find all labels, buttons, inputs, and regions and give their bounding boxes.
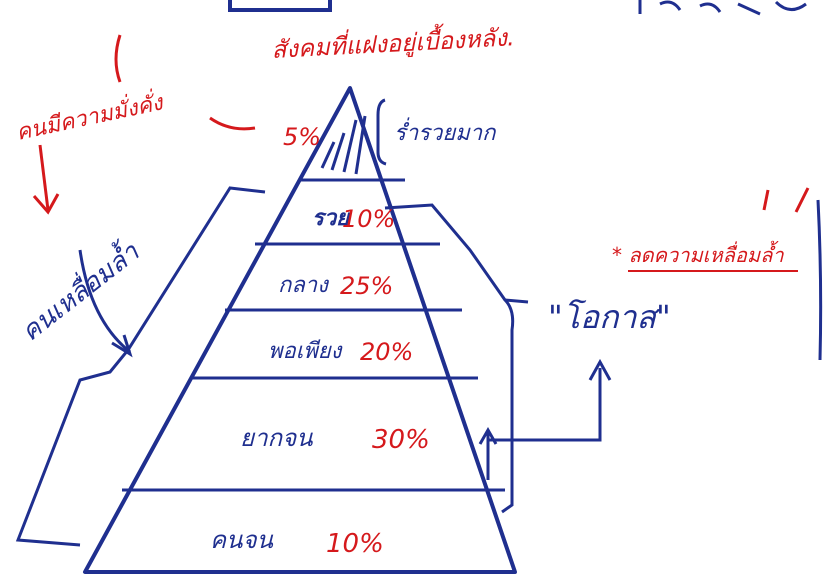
left-bracket — [15, 186, 266, 547]
level-4-name: ยากจน — [240, 424, 313, 452]
level-2: กลาง 25% — [278, 272, 393, 300]
level-1-pct: 10% — [342, 205, 395, 233]
top-right-scribble — [638, 0, 807, 16]
level-3-name: พอเพียง — [268, 339, 344, 364]
red-arrow-marks — [32, 34, 256, 215]
apex-bracket — [376, 98, 387, 166]
level-2-name: กลาง — [278, 273, 330, 298]
top-social-note: สังคมที่แฝงอยู่เบื้องหลัง. — [271, 19, 516, 65]
apex-hatching — [320, 115, 367, 175]
level-5-name: คนจน — [210, 526, 274, 554]
level-2-pct: 25% — [340, 272, 393, 300]
level-1-name: รวย — [312, 206, 351, 231]
right-brace-tip — [504, 298, 529, 304]
top-rich-note: คนมีความมั่งคั่ง — [13, 86, 167, 146]
opportunity-label: "โอกาส" — [548, 298, 671, 336]
level-4: ยากจน 30% — [240, 424, 430, 455]
left-arrow-head — [111, 334, 133, 358]
pyramid-outline — [83, 86, 517, 574]
level-1: รวย 10% — [312, 205, 395, 233]
reduce-inequality-note: * ลดความเหลื่อมล้ำ — [612, 240, 784, 267]
level-4-pct: 30% — [372, 425, 430, 455]
opportunity-connector — [488, 368, 602, 442]
level-3: พอเพียง 20% — [268, 338, 413, 366]
left-inequality-label: คนเหลื่อมล้ำ — [13, 233, 146, 348]
top-box-edge — [228, 0, 332, 12]
level-5: คนจน 10% — [210, 526, 384, 559]
right-edge-curve — [816, 199, 823, 361]
apex-side-label: ร่ำรวยมาก — [394, 117, 497, 146]
apex-percent: 5% — [283, 123, 321, 151]
left-arrow — [78, 249, 131, 354]
opportunity-arrow-head — [588, 358, 612, 381]
level-3-pct: 20% — [360, 338, 413, 366]
right-bracket — [384, 203, 515, 514]
level-5-pct: 10% — [326, 529, 384, 559]
pyramid-dividers — [122, 178, 505, 492]
red-check-marks — [762, 187, 810, 213]
